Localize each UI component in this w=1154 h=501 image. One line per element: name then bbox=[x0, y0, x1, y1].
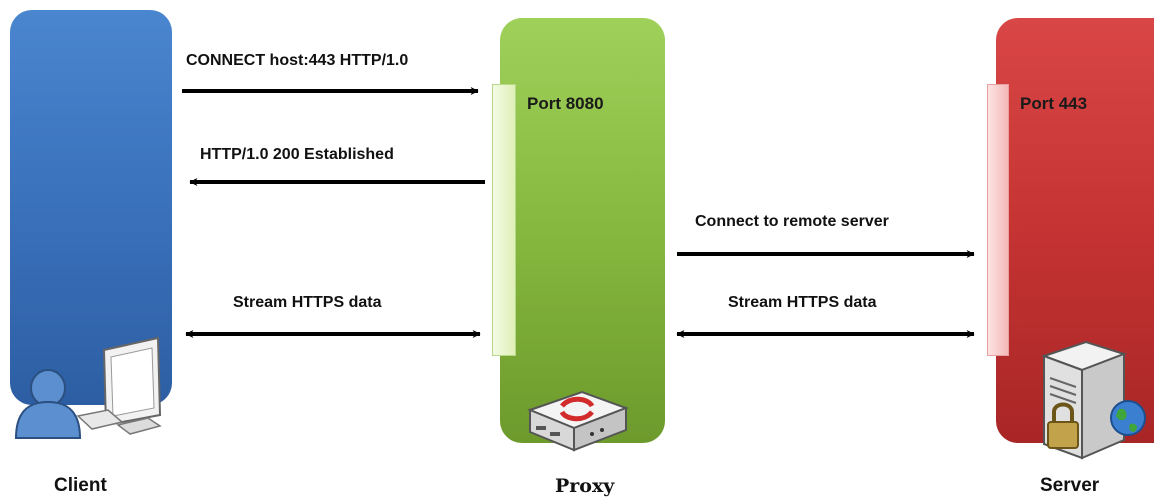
connect-remote-label: Connect to remote server bbox=[695, 213, 889, 230]
proxy-port-label: Port 8080 bbox=[527, 94, 604, 113]
stream-proxy-server-label: Stream HTTPS data bbox=[728, 294, 877, 311]
server-port-strip bbox=[987, 84, 1009, 356]
server-tower-lock-globe-icon bbox=[1040, 340, 1146, 460]
stream-client-proxy-label: Stream HTTPS data bbox=[233, 294, 382, 311]
server-port-label: Port 443 bbox=[1020, 94, 1088, 113]
client-label: Client bbox=[54, 475, 107, 496]
connect-request-label: CONNECT host:443 HTTP/1.0 bbox=[186, 52, 409, 69]
user-computer-icon bbox=[14, 336, 162, 439]
established-response-label: HTTP/1.0 200 Established bbox=[200, 146, 394, 163]
client-column bbox=[10, 10, 172, 405]
server-label: Server bbox=[1040, 475, 1100, 496]
proxy-column bbox=[500, 18, 665, 443]
proxy-appliance-icon bbox=[527, 390, 629, 452]
proxy-port-strip bbox=[492, 84, 516, 356]
proxy-label: Proxy bbox=[555, 475, 615, 497]
